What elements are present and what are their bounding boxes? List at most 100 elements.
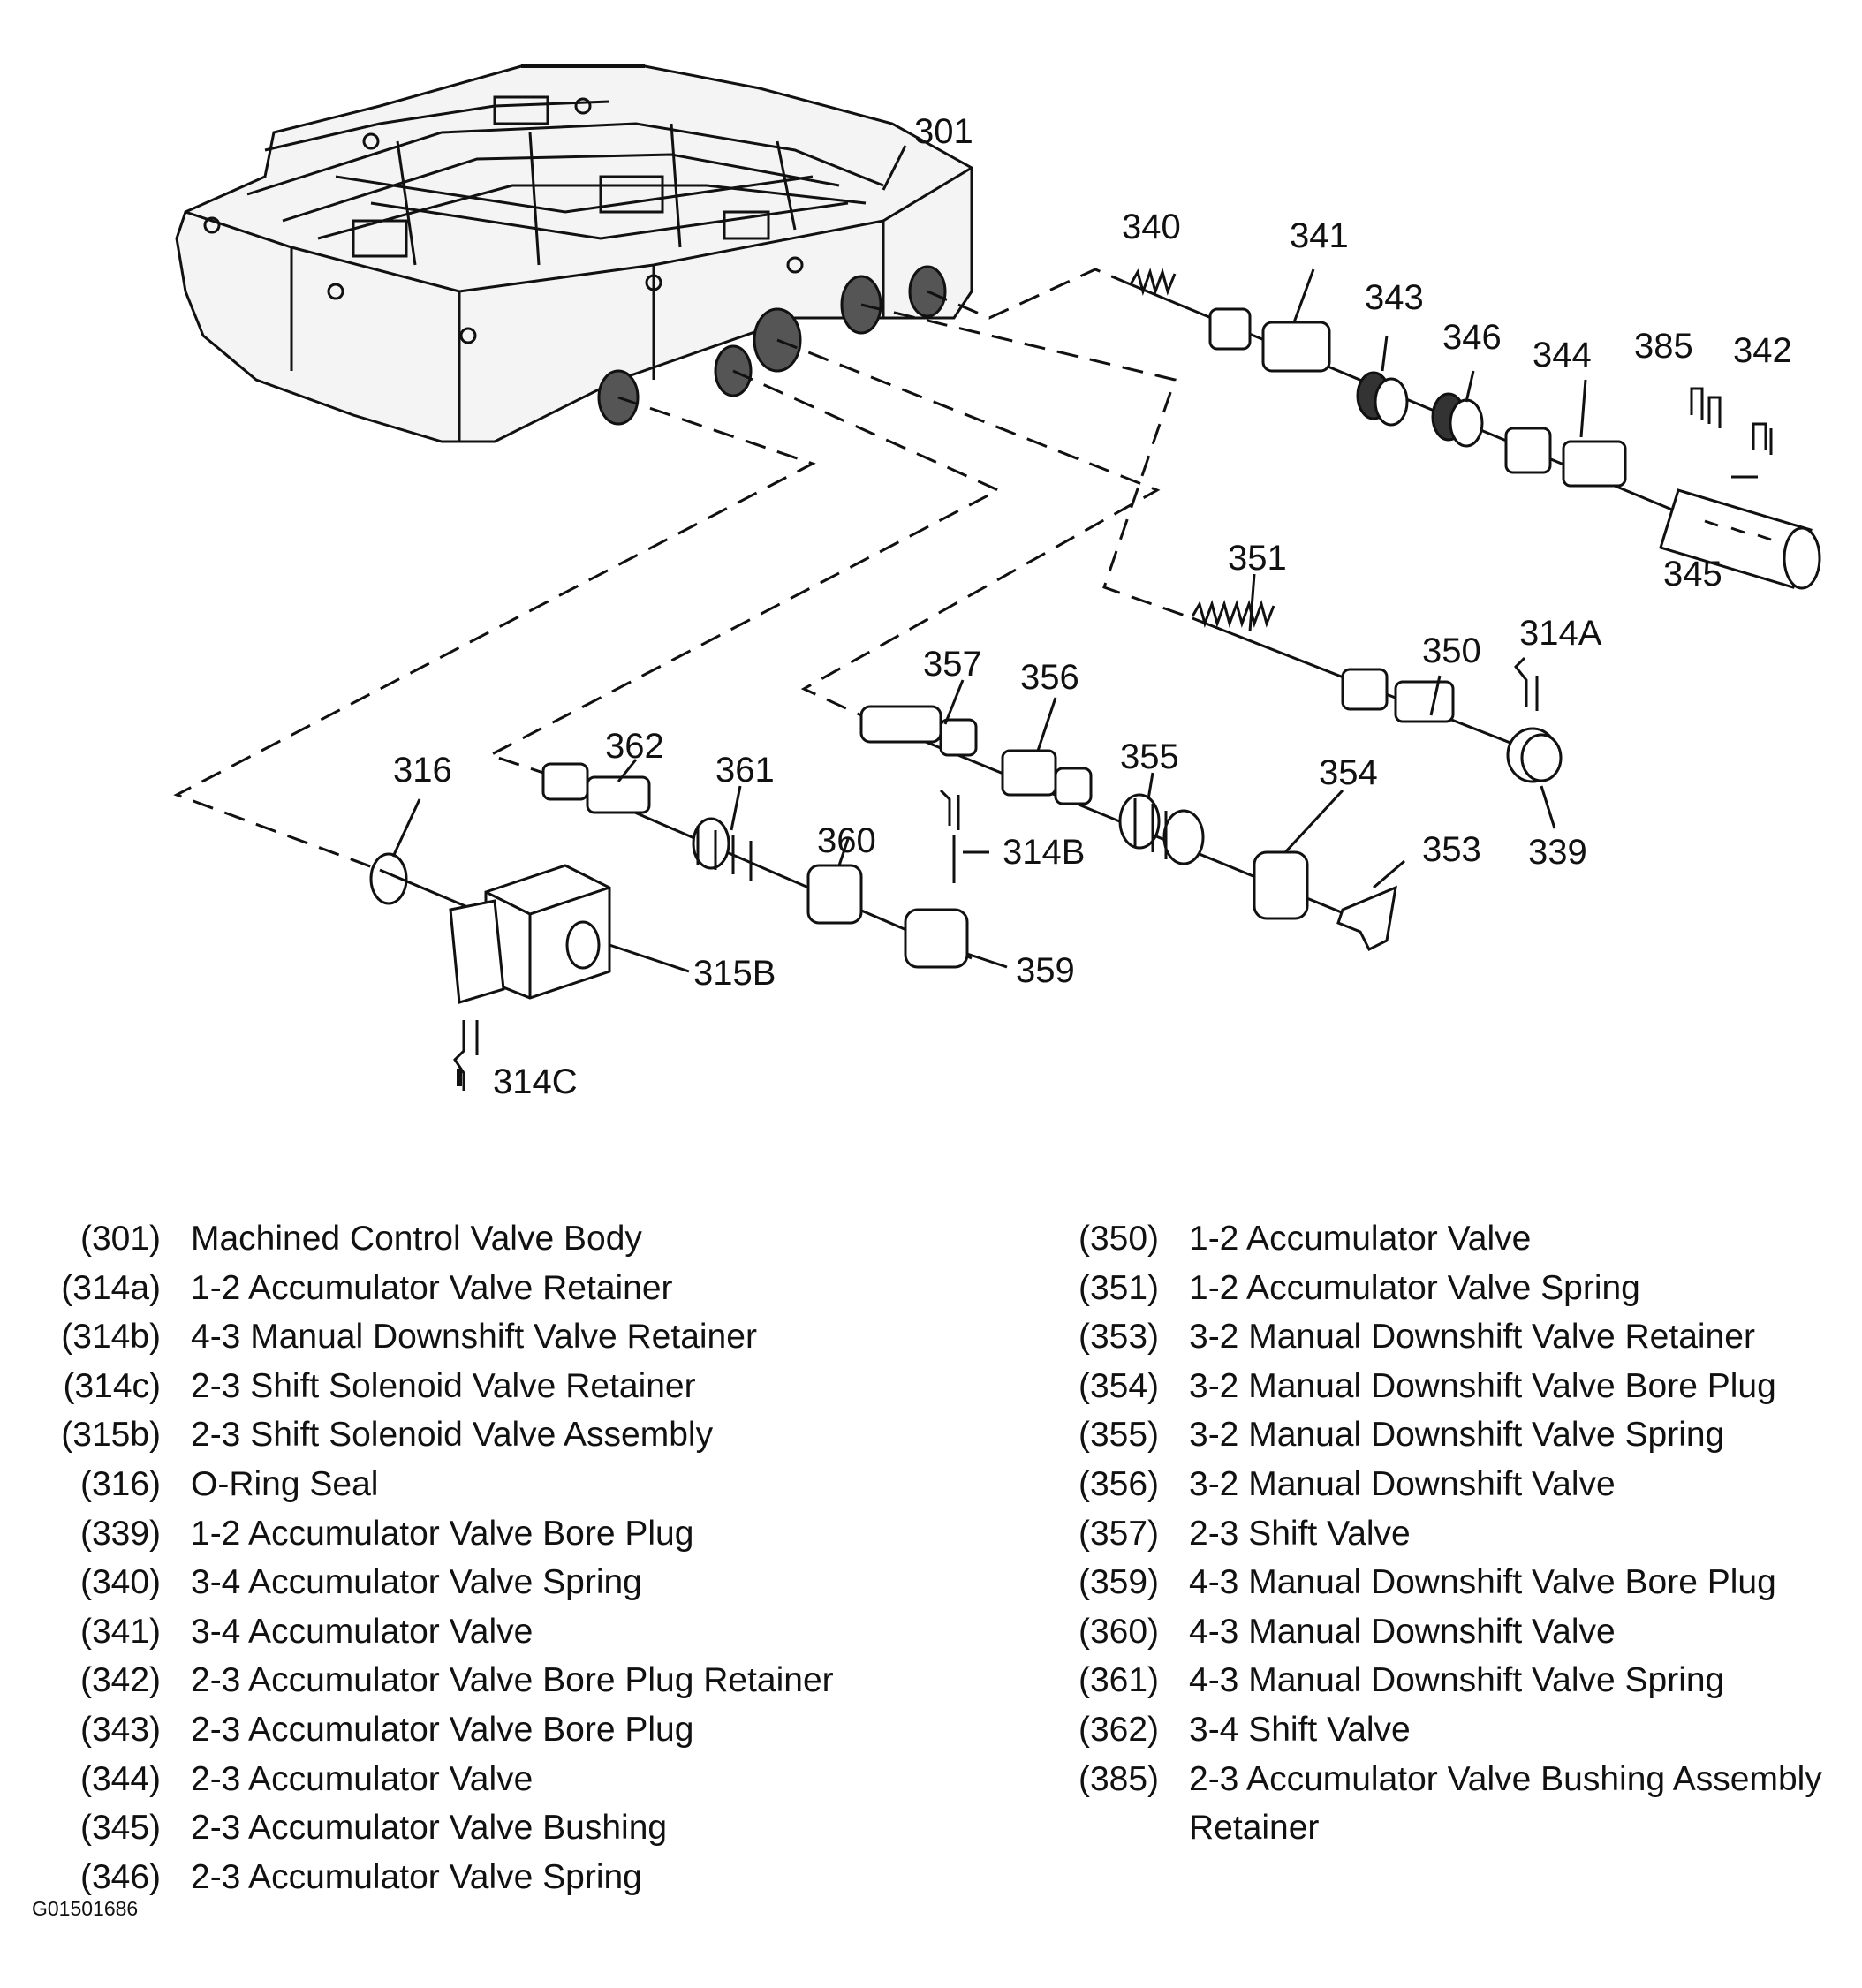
legend-text: 4-3 Manual Downshift Valve	[1189, 1612, 1616, 1651]
callout-labels: 301 340 341 343 346 344 385 342 345 351 …	[393, 112, 1792, 1101]
retainer-342	[1752, 422, 1773, 455]
legend-code: (345)	[79, 1809, 161, 1848]
legend-code: (353)	[1078, 1318, 1159, 1357]
legend-item: (339) 1-2 Accumulator Valve Bore Plug	[26, 1509, 1016, 1559]
legend-item: (355) 3-2 Manual Downshift Valve Spring	[1025, 1410, 1855, 1460]
legend-text: 1-2 Accumulator Valve Bore Plug	[191, 1514, 694, 1553]
legend-text: 4-3 Manual Downshift Valve Retainer	[191, 1318, 757, 1357]
label-316: 316	[393, 751, 452, 790]
legend-code: (340)	[79, 1563, 161, 1602]
accumulator-1-2-train	[1191, 600, 1563, 783]
valve-344	[1504, 427, 1627, 488]
legend-text: 3-4 Accumulator Valve Spring	[191, 1563, 642, 1602]
alignment-lines	[173, 268, 1193, 872]
legend-code: (346)	[79, 1857, 161, 1896]
legend-text: 2-3 Shift Solenoid Valve Assembly	[191, 1416, 714, 1455]
legend-item: (351)1-2 Accumulator Valve Spring	[1025, 1264, 1855, 1313]
legend-item: (344)2-3 Accumulator Valve	[26, 1755, 1016, 1804]
legend-item: (354) 3-2 Manual Downshift Valve Bore Plu…	[1025, 1362, 1855, 1411]
legend-text: 1-2 Accumulator Valve	[1189, 1220, 1532, 1258]
label-346: 346	[1442, 318, 1502, 357]
legend-item: (346) 2-3 Accumulator Valve Spring	[26, 1853, 1016, 1902]
retainer-385	[1690, 387, 1722, 428]
label-361: 361	[715, 751, 775, 790]
legend-item: (357) 2-3 Shift Valve	[1025, 1509, 1855, 1559]
legend-code: (342)	[79, 1661, 161, 1700]
legend-code: (385)	[1078, 1759, 1159, 1798]
legend-code: (355)	[1078, 1416, 1159, 1455]
valve-body-exploded-view: 301 340 341 343 346 344 385 342 345 351 …	[173, 64, 1821, 1101]
legend-text: 3-2 Manual Downshift Valve Retainer	[1189, 1318, 1755, 1357]
legend-code: (341)	[79, 1612, 161, 1651]
legend-item: (314c)2-3 Shift Solenoid Valve Retainer	[26, 1362, 1016, 1411]
legend-right-column: (350) 1-2 Accumulator Valve (351)1-2 Accu…	[1025, 1214, 1855, 1853]
legend-item: (361) 4-3 Manual Downshift Valve Spring	[1025, 1656, 1855, 1705]
legend-item: (340) 3-4 Accumulator Valve Spring	[26, 1558, 1016, 1607]
label-357: 357	[923, 645, 982, 684]
legend-text: 3-4 Accumulator Valve	[191, 1612, 534, 1651]
legend-code: (301)	[79, 1220, 161, 1258]
label-351: 351	[1228, 539, 1287, 578]
legend-item: (356)3-2 Manual Downshift Valve	[1025, 1460, 1855, 1509]
valve-341	[1208, 307, 1331, 373]
legend-text: 1-2 Accumulator Valve Retainer	[191, 1268, 673, 1307]
legend-code: (314c)	[63, 1366, 161, 1405]
label-301: 301	[914, 112, 973, 151]
legend-code: (359)	[1078, 1563, 1159, 1602]
shift-3-4-train	[541, 762, 973, 969]
legend-text: 3-2 Manual Downshift Valve Spring	[1189, 1416, 1725, 1455]
spring-346	[1431, 392, 1484, 448]
label-314c: 314C	[493, 1062, 578, 1101]
legend-code: (351)	[1078, 1268, 1159, 1307]
label-355: 355	[1120, 737, 1179, 776]
label-360: 360	[817, 821, 876, 860]
legend-code: (362)	[1078, 1710, 1159, 1749]
legend-text: 2-3 Accumulator Valve Bushing	[191, 1809, 668, 1848]
plug-343	[1356, 371, 1409, 427]
legend-item: (360)4-3 Manual Downshift Valve	[1025, 1607, 1855, 1657]
legend-item: (342)2-3 Accumulator Valve Bore Plug Ret…	[26, 1656, 1016, 1705]
legend-text: 2-3 Shift Valve	[1189, 1514, 1411, 1553]
label-340: 340	[1122, 208, 1181, 246]
legend-text: 2-3 Accumulator Valve	[191, 1759, 534, 1798]
legend-item: (350) 1-2 Accumulator Valve	[1025, 1214, 1855, 1264]
spring-340	[1129, 268, 1177, 296]
label-339: 339	[1528, 833, 1587, 872]
legend-code: (314b)	[61, 1318, 161, 1357]
legend-item: (359)4-3 Manual Downshift Valve Bore Plu…	[1025, 1558, 1855, 1607]
legend-text: 2-3 Accumulator Valve Spring	[191, 1857, 642, 1896]
legend-item: (343) 2-3 Accumulator Valve Bore Plug	[26, 1705, 1016, 1755]
legend-text: 2-3 Accumulator Valve Bore Plug	[191, 1710, 694, 1749]
label-359: 359	[1016, 951, 1075, 990]
label-350: 350	[1422, 631, 1481, 670]
label-344: 344	[1533, 336, 1592, 374]
legend-item: (315b)2-3 Shift Solenoid Valve Assembly	[26, 1410, 1016, 1460]
legend-text: Machined Control Valve Body	[191, 1220, 642, 1258]
label-314a: 314A	[1519, 614, 1602, 653]
legend-text: 3-2 Manual Downshift Valve	[1189, 1464, 1616, 1503]
label-314b: 314B	[1003, 833, 1085, 872]
legend-text: 3-2 Manual Downshift Valve Bore Plug	[1189, 1366, 1776, 1405]
legend-item: (301) Machined Control Valve Body	[26, 1214, 1016, 1264]
legend-item: (345) 2-3 Accumulator Valve Bushing	[26, 1803, 1016, 1853]
legend-item: (314b) 4-3 Manual Downshift Valve Retaine…	[26, 1312, 1016, 1362]
legend-text: O-Ring Seal	[191, 1464, 379, 1503]
legend-code: (343)	[79, 1710, 161, 1749]
label-354: 354	[1319, 753, 1378, 792]
legend-code: (354)	[1078, 1366, 1159, 1405]
legend-code: (316)	[79, 1464, 161, 1503]
legend-code: (357)	[1078, 1514, 1159, 1553]
label-345: 345	[1663, 555, 1722, 593]
legend-text: 3-4 Shift Valve	[1189, 1710, 1411, 1749]
legend-code: (350)	[1078, 1220, 1159, 1258]
legend-code: (339)	[79, 1514, 161, 1553]
control-valve-body	[175, 64, 973, 443]
label-343: 343	[1365, 278, 1424, 317]
upper-valve-train	[1125, 268, 1821, 590]
legend-text: 2-3 Accumulator Valve Bushing Assembly R…	[1189, 1759, 1822, 1848]
legend-item: (385) 2-3 Accumulator Valve Bushing Assem…	[1025, 1755, 1855, 1853]
legend-code: (361)	[1078, 1661, 1159, 1700]
legend-text: 4-3 Manual Downshift Valve Spring	[1189, 1661, 1725, 1700]
legend-item: (341) 3-4 Accumulator Valve	[26, 1607, 1016, 1657]
